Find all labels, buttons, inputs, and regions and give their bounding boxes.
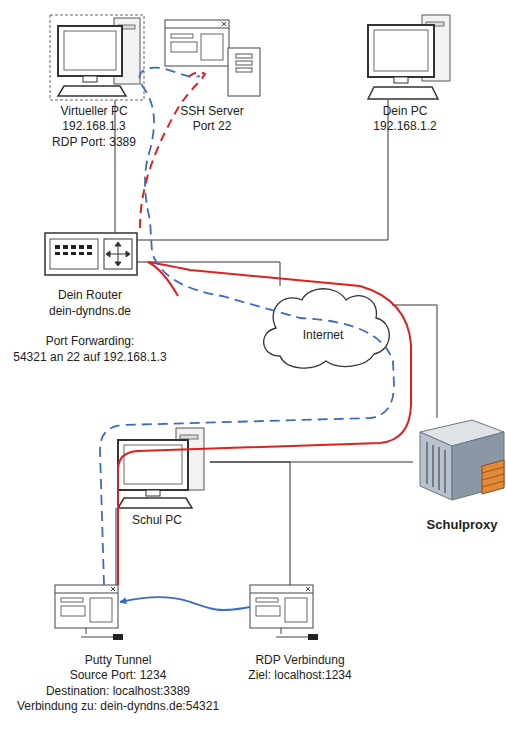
node-detail: RDP Port: 3389	[52, 135, 136, 150]
node-label: Virtueller PC	[60, 104, 127, 119]
network-cable	[137, 100, 388, 240]
node-label: Schulproxy	[427, 517, 498, 532]
window-icon	[55, 585, 123, 640]
window-node: Putty TunnelSource Port: 1234Destination…	[55, 585, 120, 641]
router-icon	[45, 233, 137, 275]
network-cable	[392, 305, 437, 418]
virtual-frame	[50, 15, 144, 100]
node-detail: 54321 an 22 auf 192.168.1.3	[13, 350, 166, 365]
node-detail: 192.168.1.2	[373, 119, 436, 134]
network-cable	[116, 508, 117, 585]
node-detail: Verbindung zu: dein-dyndns.de:54321	[17, 699, 219, 714]
computer-icon	[118, 428, 204, 508]
node-label: Dein PC	[383, 104, 428, 119]
ssh-tunnel-path	[140, 72, 205, 228]
network-cable	[210, 462, 290, 585]
network-cable	[137, 262, 280, 286]
traffic-arrow	[120, 597, 250, 610]
node-label: Putty Tunnel	[85, 653, 152, 668]
node-label: SSH Server	[180, 104, 243, 119]
node-label: RDP Verbindung	[255, 653, 344, 668]
cloud-outline	[264, 289, 390, 368]
node-label: Internet	[303, 328, 344, 343]
computer-icon	[368, 15, 450, 99]
computer-icon	[58, 18, 140, 96]
computer-node: Dein PC192.168.1.2	[365, 15, 453, 100]
node-detail: dein-dyndns.de	[49, 304, 131, 319]
window-node: RDP VerbindungZiel: localhost:1234	[250, 585, 320, 641]
server-tower	[228, 48, 260, 96]
node-label: Schul PC	[132, 513, 182, 528]
node-detail: Port Forwarding:	[46, 334, 135, 349]
rdp-traffic-path	[100, 68, 394, 585]
node-detail: Ziel: localhost:1234	[248, 668, 351, 683]
computer-node: Schul PC	[115, 428, 210, 508]
window-icon	[250, 585, 318, 640]
router-node: Dein Routerdein-dyndns.dePort Forwarding…	[45, 233, 137, 275]
node-detail: Destination: localhost:3389	[46, 684, 190, 699]
cloud-node: Internet	[256, 286, 392, 370]
node-label: Dein Router	[58, 288, 122, 303]
node-detail: Port 22	[193, 119, 232, 134]
proxy-node: Schulproxy	[413, 418, 506, 502]
node-detail: Source Port: 1234	[70, 668, 167, 683]
proxy-server-icon	[420, 420, 504, 500]
ssh-tunnel-path	[118, 262, 411, 585]
computer-node: Virtueller PC192.168.1.3RDP Port: 3389	[50, 15, 144, 100]
node-detail: 192.168.1.3	[62, 119, 125, 134]
window-icon	[165, 20, 229, 66]
server-node: SSH ServerPort 22	[165, 20, 260, 96]
